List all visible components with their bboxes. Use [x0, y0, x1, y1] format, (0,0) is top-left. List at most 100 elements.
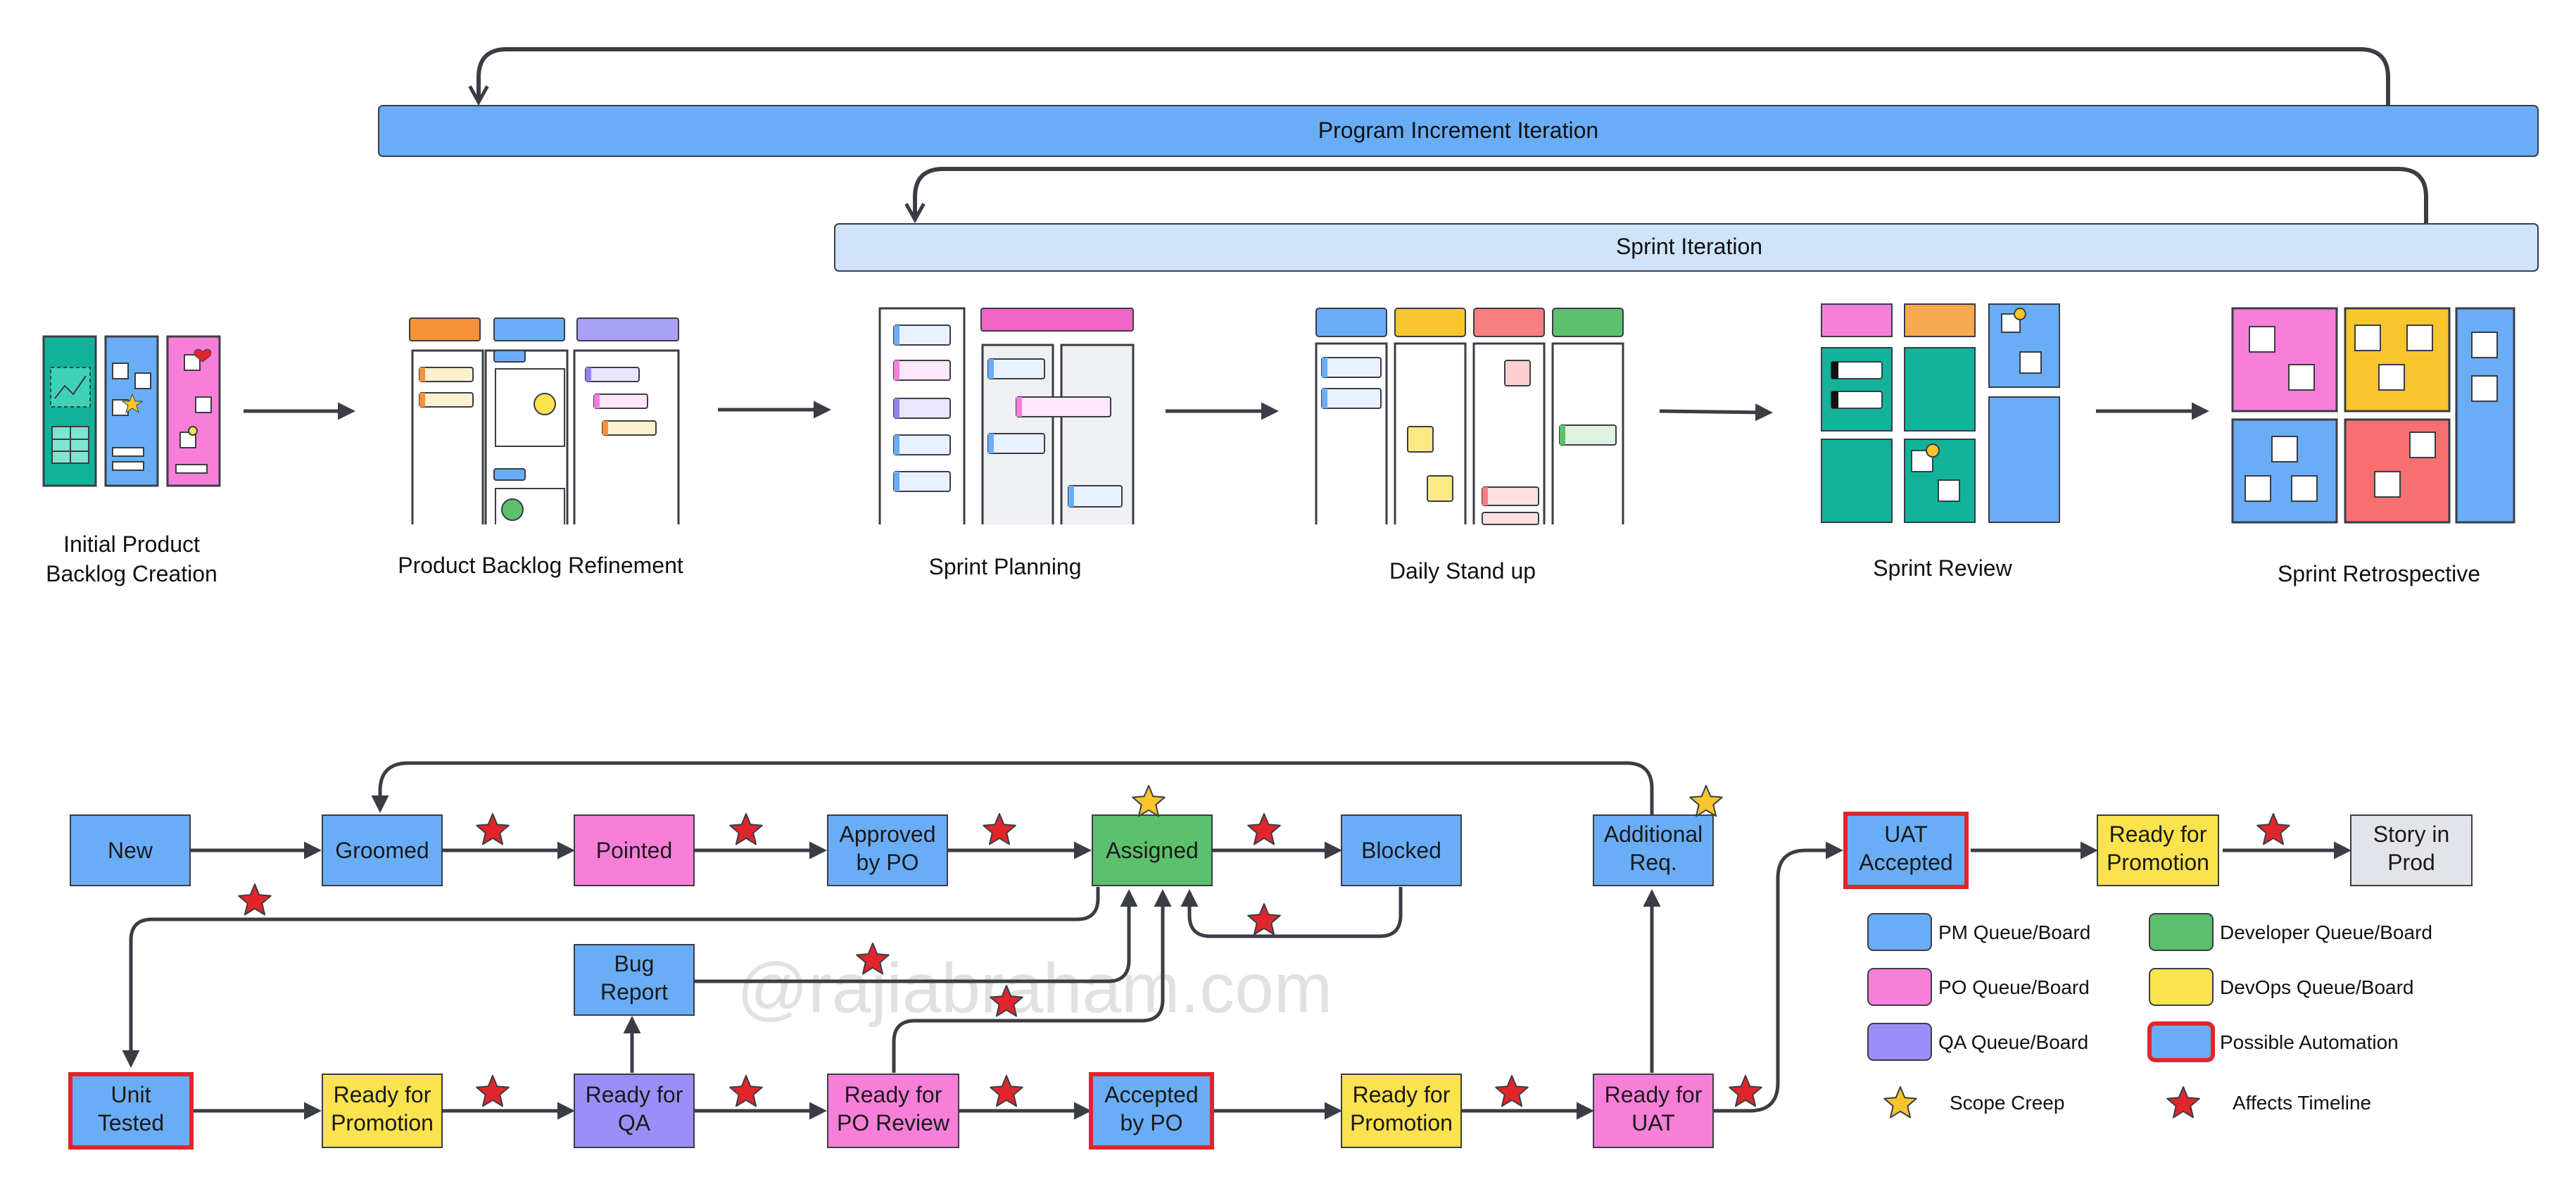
svg-text:Blocked: Blocked — [1361, 838, 1441, 863]
svg-text:Unit: Unit — [111, 1082, 151, 1107]
affects-timeline-star-icon-2 — [983, 813, 1016, 845]
stage-label-daily-standup: Daily Stand up — [1389, 558, 1536, 584]
legend-label-po: PO Queue/Board — [1938, 976, 2090, 998]
sprint-iteration-bar — [834, 223, 2539, 272]
program-increment-loop — [479, 47, 2390, 106]
svg-text:Tested: Tested — [98, 1110, 164, 1135]
legend-label-qa: QA Queue/Board — [1938, 1031, 2088, 1053]
sprint-planning-board-icon — [878, 307, 1135, 524]
stage-label-sprint-retrospective: Sprint Retrospective — [2278, 561, 2480, 586]
svg-text:by PO: by PO — [1120, 1110, 1183, 1135]
svg-text:Ready for: Ready for — [586, 1082, 683, 1107]
affects-timeline-star-icon-10 — [729, 1075, 763, 1107]
node-ready-for-po-review: Ready for PO Review — [827, 1074, 959, 1148]
affects-timeline-star-icon-8 — [990, 985, 1023, 1017]
affects-timeline-star-icon-4 — [2256, 813, 2290, 845]
scope-creep-star-icon-16 — [1883, 1086, 1917, 1119]
svg-text:Story in: Story in — [2373, 822, 2449, 847]
svg-text:Additional: Additional — [1604, 822, 1703, 847]
affects-timeline-star-icon-7 — [856, 943, 890, 975]
node-groomed: Groomed — [322, 814, 443, 886]
svg-text:Accepted: Accepted — [1859, 850, 1952, 875]
svg-text:Ready for: Ready for — [1605, 1082, 1703, 1107]
star-markers — [238, 785, 2290, 1119]
svg-text:UAT: UAT — [1631, 1110, 1675, 1135]
affects-timeline-star-icon-0 — [476, 813, 510, 845]
legend-swatch-qa — [1867, 1023, 1932, 1061]
sprint-iteration-loop — [915, 167, 2428, 224]
node-additional-req: Additional Req. — [1593, 814, 1714, 886]
node-bug-report: Bug Report — [574, 944, 695, 1016]
node-ready-for-promotion-2: Ready for Promotion — [1341, 1074, 1462, 1148]
affects-timeline-star-icon-3 — [1247, 813, 1281, 845]
legend-swatch-automation — [2147, 1021, 2215, 1062]
node-new: New — [70, 814, 191, 886]
node-accepted-by-po: Accepted by PO — [1089, 1072, 1214, 1150]
stage-label-sprint-planning: Sprint Planning — [928, 554, 1081, 579]
workflow-connectors — [122, 761, 2351, 1120]
svg-text:PO Review: PO Review — [837, 1110, 950, 1135]
scope-creep-star-icon-14 — [1132, 785, 1166, 817]
legend-label-automation: Possible Automation — [2220, 1031, 2399, 1053]
affects-timeline-star-icon-17 — [2166, 1086, 2200, 1119]
watermark: @rajiabraham.com — [737, 949, 1332, 1028]
svg-text:Ready for: Ready for — [1353, 1082, 1451, 1107]
legend-label-scope-creep: Scope Creep — [1950, 1092, 2064, 1114]
node-blocked: Blocked — [1341, 814, 1462, 886]
svg-text:Ready for: Ready for — [334, 1082, 431, 1107]
svg-text:Approved: Approved — [840, 822, 936, 847]
node-ready-for-promotion-1: Ready for Promotion — [322, 1074, 443, 1148]
legend-label-dev: Developer Queue/Board — [2220, 921, 2432, 943]
svg-text:UAT: UAT — [1884, 822, 1928, 847]
svg-text:by PO: by PO — [857, 850, 919, 875]
affects-timeline-star-icon-5 — [238, 883, 272, 916]
stage-label-refinement: Product Backlog Refinement — [398, 553, 683, 578]
svg-text:New: New — [108, 838, 153, 863]
svg-text:Pointed: Pointed — [596, 838, 673, 863]
node-uat-accepted: UAT Accepted — [1843, 812, 1969, 889]
scope-creep-star-icon-15 — [1689, 785, 1723, 817]
node-story-in-prod: Story in Prod — [2350, 814, 2473, 886]
svg-text:Groomed: Groomed — [335, 838, 429, 863]
affects-timeline-star-icon-11 — [990, 1075, 1023, 1107]
legend-swatch-pm — [1867, 913, 1932, 951]
stage-label-initial-line1: Initial Product — [63, 531, 200, 557]
svg-text:Accepted: Accepted — [1104, 1082, 1198, 1107]
svg-text:Assigned: Assigned — [1106, 838, 1199, 863]
sprint-review-board-icon — [1821, 303, 2060, 523]
stage-arrow-4 — [1659, 403, 1773, 422]
node-approved-by-po: Approved by PO — [827, 814, 948, 886]
affects-timeline-star-icon-9 — [476, 1075, 510, 1107]
daily-standup-board-icon — [1315, 308, 1624, 525]
svg-text:Promotion: Promotion — [331, 1110, 434, 1135]
legend-label-affects-timeline: Affects Timeline — [2233, 1092, 2371, 1114]
svg-text:Promotion: Promotion — [2107, 850, 2209, 875]
stage-label-initial-line2: Backlog Creation — [46, 561, 217, 586]
svg-text:QA: QA — [618, 1110, 651, 1135]
node-unit-tested: Unit Tested — [68, 1072, 194, 1150]
sprint-iteration-label: Sprint Iteration — [1616, 234, 1762, 259]
node-ready-for-promotion-final: Ready for Promotion — [2097, 814, 2219, 886]
stage-label-sprint-review: Sprint Review — [1873, 555, 2012, 581]
legend-swatch-dev — [2149, 913, 2214, 951]
sprint-retrospective-board-icon — [2231, 307, 2515, 524]
svg-text:Ready for: Ready for — [2109, 822, 2207, 847]
node-ready-for-uat: Ready for UAT — [1593, 1074, 1714, 1148]
svg-text:Req.: Req. — [1629, 850, 1677, 875]
svg-text:Report: Report — [600, 979, 668, 1005]
node-ready-for-qa: Ready for QA — [574, 1074, 695, 1148]
program-increment-label: Program Increment Iteration — [1318, 118, 1598, 143]
svg-text:Bug: Bug — [614, 951, 655, 976]
backlog-refinement-board-icon — [409, 317, 680, 524]
svg-text:Ready for: Ready for — [845, 1082, 942, 1107]
legend-label-pm: PM Queue/Board — [1938, 921, 2090, 943]
affects-timeline-star-icon-13 — [1729, 1075, 1762, 1107]
legend-swatch-devops — [2149, 968, 2214, 1006]
legend-label-devops: DevOps Queue/Board — [2220, 976, 2414, 998]
program-increment-bar — [378, 105, 2539, 157]
affects-timeline-star-icon-6 — [1247, 903, 1281, 936]
svg-text:Prod: Prod — [2387, 850, 2435, 875]
node-pointed: Pointed — [574, 814, 695, 886]
affects-timeline-star-icon-12 — [1495, 1075, 1529, 1107]
